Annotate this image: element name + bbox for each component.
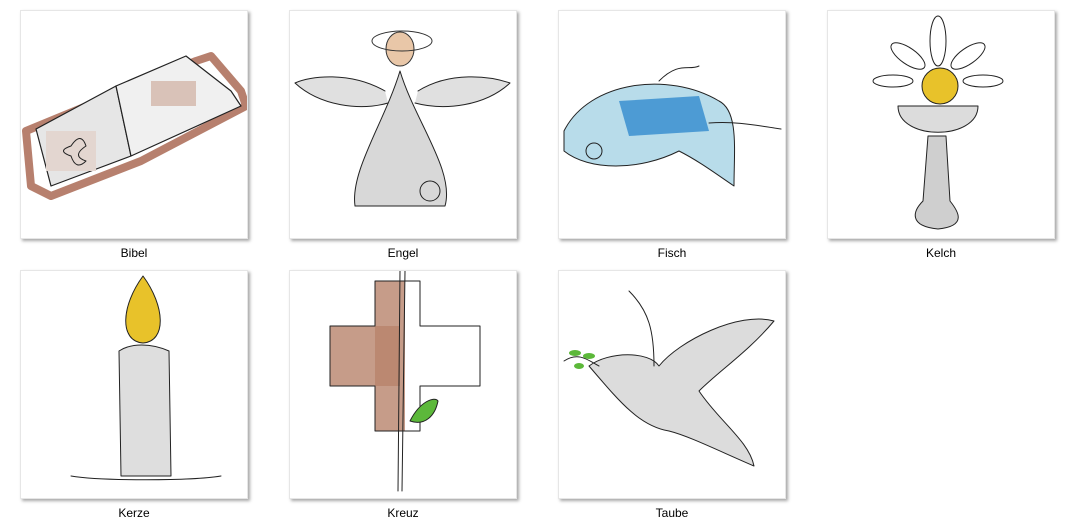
bible-embroidery-icon: [22, 52, 247, 200]
candle-embroidery-icon: [70, 275, 222, 481]
thumbnail: [827, 10, 1055, 239]
thumbnail: [558, 270, 786, 499]
file-item-kerze[interactable]: Kerze: [20, 270, 248, 530]
thumbnail: [558, 10, 786, 239]
thumbnail: [20, 10, 248, 239]
file-name: Kreuz: [387, 506, 419, 520]
file-item-kelch[interactable]: Kelch: [827, 10, 1055, 270]
file-item-bibel[interactable]: Bibel: [20, 10, 248, 270]
thumbnail: [289, 270, 517, 499]
fish-embroidery-icon: [563, 65, 782, 187]
file-name: Bibel: [120, 246, 148, 260]
cross-embroidery-icon: [329, 271, 481, 492]
thumbnail: [289, 10, 517, 239]
dove-embroidery-icon: [563, 290, 775, 467]
file-item-kreuz[interactable]: Kreuz: [289, 270, 517, 530]
file-item-taube[interactable]: Taube: [558, 270, 786, 530]
file-name: Kelch: [925, 246, 957, 260]
file-item-engel[interactable]: Engel: [289, 10, 517, 270]
file-name: Fisch: [657, 246, 687, 260]
file-name: Engel: [387, 246, 419, 260]
file-name: Kerze: [118, 506, 150, 520]
chalice-embroidery-icon: [872, 15, 1004, 230]
file-item-fisch[interactable]: Fisch: [558, 10, 786, 270]
file-name: Taube: [655, 506, 689, 520]
angel-embroidery-icon: [294, 30, 511, 207]
thumbnail: [20, 270, 248, 499]
